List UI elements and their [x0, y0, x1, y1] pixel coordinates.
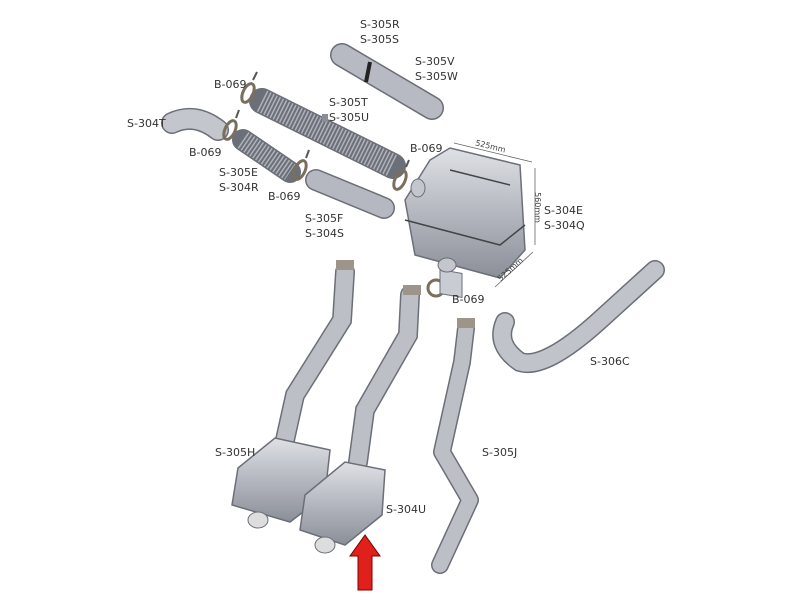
- label-s304e: S-304E: [544, 204, 583, 217]
- pipe-s304t: [161, 107, 229, 141]
- pipe-s305r: [330, 43, 444, 120]
- label-b069: B-069: [189, 146, 222, 159]
- label-s304t: S-304T: [127, 117, 166, 130]
- label-s305t: S-305T: [329, 96, 368, 109]
- pipe-s305e: [232, 129, 301, 183]
- label-b069: B-069: [452, 293, 485, 306]
- label-b069: B-069: [268, 190, 301, 203]
- pipe-s305h: [231, 260, 355, 529]
- label-s304s: S-304S: [305, 227, 344, 240]
- label-s305r: S-305R: [360, 18, 400, 31]
- pipe-s304u: [299, 285, 421, 554]
- label-s305e: S-305E: [219, 166, 258, 179]
- dimension-height: 560mm: [532, 192, 542, 223]
- label-s305h: S-305H: [215, 446, 256, 459]
- red-arrow-indicator: [349, 534, 381, 591]
- label-s305u: S-305U: [329, 111, 369, 124]
- label-s306c: S-306C: [590, 355, 630, 368]
- label-s305s: S-305S: [360, 33, 399, 46]
- clamps-b069: [222, 71, 446, 298]
- pipe-s306c: [492, 260, 665, 374]
- label-b069: B-069: [214, 78, 247, 91]
- central-muffler-s304e: [404, 142, 536, 299]
- label-s304q: S-304Q: [544, 219, 585, 232]
- pipe-s305j: [431, 318, 479, 574]
- label-s305w: S-305W: [415, 70, 458, 83]
- label-s305f: S-305F: [305, 212, 344, 225]
- label-s305j: S-305J: [482, 446, 518, 459]
- label-s304u: S-304U: [386, 503, 426, 516]
- label-b069: B-069: [410, 142, 443, 155]
- label-s304r: S-304R: [219, 181, 259, 194]
- pipe-s305t: [249, 88, 406, 179]
- pipe-s305f: [305, 169, 395, 219]
- label-s305v: S-305V: [415, 55, 455, 68]
